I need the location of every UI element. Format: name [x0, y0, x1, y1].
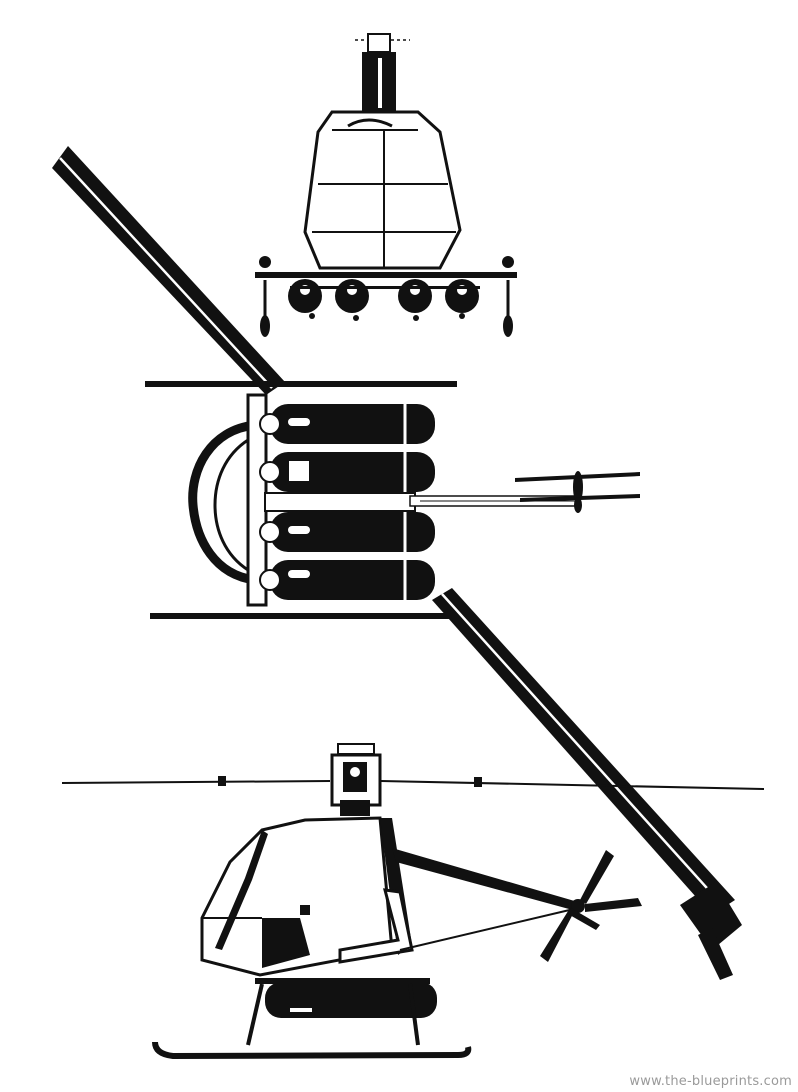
side-rotor-blade-right: [379, 780, 765, 790]
side-skid: [152, 1041, 472, 1060]
front-cabin: [303, 110, 462, 270]
side-tail-rotor: [540, 850, 642, 962]
side-seat: [338, 888, 414, 964]
top-fuel-tanks: [259, 398, 435, 606]
top-cockpit-bubble: [188, 420, 256, 585]
front-crossbar: [255, 272, 517, 278]
rotor-blade-tip: [680, 882, 742, 950]
top-skid-right: [150, 613, 450, 619]
front-tanks: [288, 279, 480, 313]
main-rotor-blade-top-view: [52, 146, 742, 980]
side-cabin: [200, 816, 394, 977]
front-rotor-head: [367, 33, 391, 53]
side-view: [61, 743, 765, 1060]
rotor-blade-upper: [52, 146, 285, 395]
front-view: [255, 33, 517, 337]
top-skid-left: [145, 381, 457, 387]
watermark-text: www.the-blueprints.com: [629, 1074, 792, 1089]
side-rotor-blade-left: [61, 780, 331, 784]
top-view: [145, 381, 640, 619]
side-tail-boom: [392, 848, 580, 912]
